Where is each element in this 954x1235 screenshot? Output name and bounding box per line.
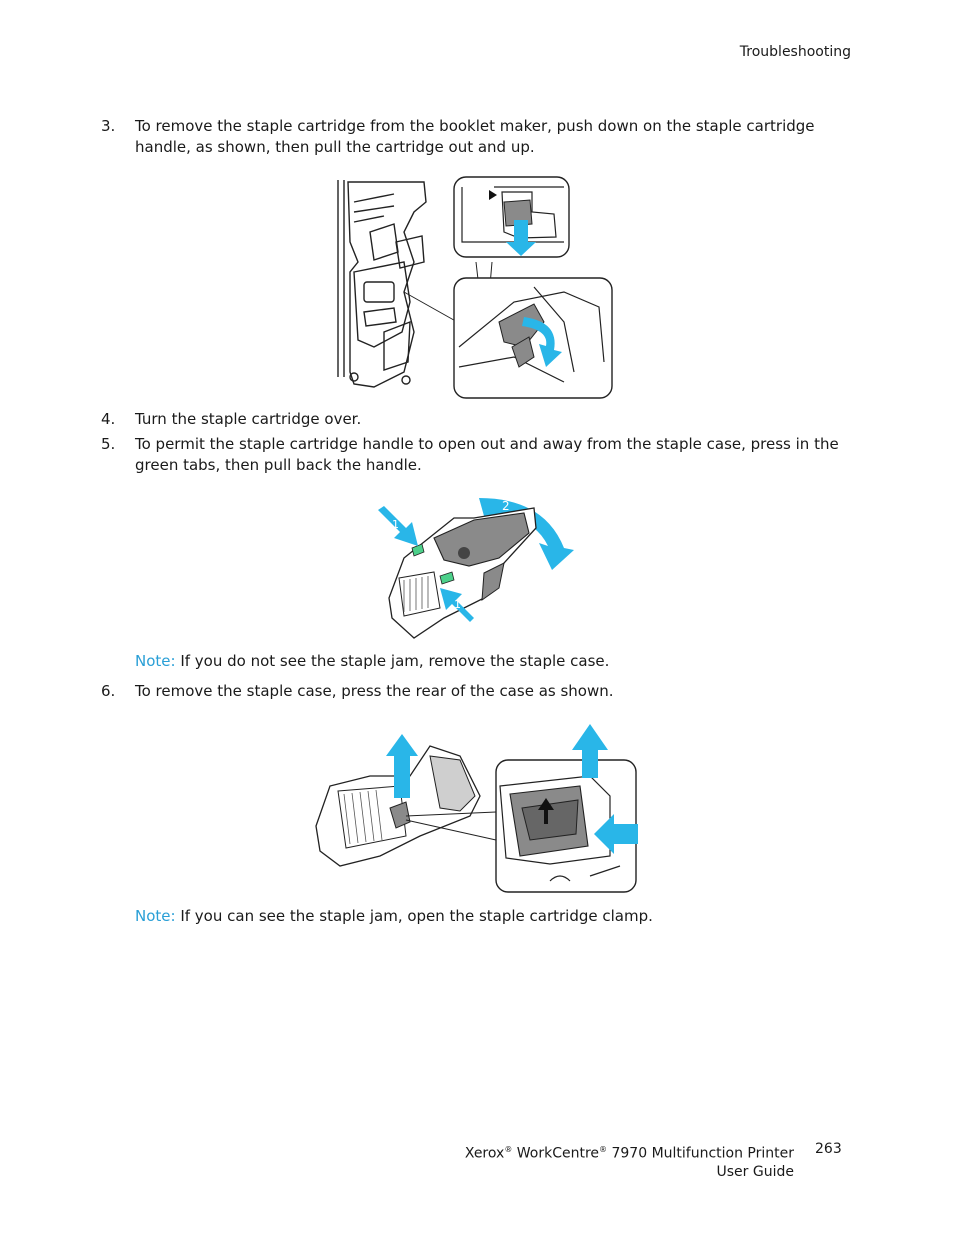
footer-brand: Xerox bbox=[464, 1145, 505, 1162]
note-text: If you can see the staple jam, open the … bbox=[175, 907, 653, 925]
step-number: 5. bbox=[101, 435, 116, 453]
footer-product-line: Xerox® WorkCentre® 7970 Multifunction Pr… bbox=[465, 1141, 794, 1163]
registered-mark: ® bbox=[504, 1145, 513, 1154]
step-number: 4. bbox=[101, 410, 116, 428]
arrow-label-1b: 1 bbox=[454, 598, 461, 611]
step-number: 6. bbox=[101, 682, 116, 700]
note-label: Note: bbox=[135, 652, 176, 670]
note-text: If you do not see the staple jam, remove… bbox=[175, 652, 610, 670]
step-5: 5. To permit the staple cartridge handle… bbox=[101, 434, 861, 476]
step-text: To remove the staple cartridge from the … bbox=[135, 117, 815, 156]
footer-guide: User Guide bbox=[716, 1163, 794, 1180]
arrow-label-1a: 1 bbox=[392, 518, 399, 531]
booklet-maker-figure bbox=[337, 176, 613, 399]
registered-mark: ® bbox=[599, 1145, 608, 1154]
arrow-label-2: 2 bbox=[502, 499, 510, 513]
staple-cartridge-handle-figure: 2 1 1 bbox=[378, 498, 574, 639]
note-label: Note: bbox=[135, 907, 176, 925]
step-text: To permit the staple cartridge handle to… bbox=[135, 435, 839, 474]
step-text: Turn the staple cartridge over. bbox=[135, 410, 362, 428]
step-4: 4. Turn the staple cartridge over. bbox=[101, 409, 861, 430]
footer-product: WorkCentre bbox=[516, 1145, 600, 1162]
footer-model: 7970 Multifunction Printer bbox=[611, 1145, 794, 1162]
page-number: 263 bbox=[815, 1141, 842, 1157]
step-number: 3. bbox=[101, 117, 116, 135]
step-6: 6. To remove the staple case, press the … bbox=[101, 681, 861, 702]
staple-case-removal-figure bbox=[315, 724, 638, 893]
step-3: 3. To remove the staple cartridge from t… bbox=[101, 116, 861, 158]
note-staple-jam-visible: Note: If you can see the staple jam, ope… bbox=[135, 906, 653, 927]
step-text: To remove the staple case, press the rea… bbox=[135, 682, 614, 700]
note-staple-jam-not-visible: Note: If you do not see the staple jam, … bbox=[135, 651, 609, 672]
running-header: Troubleshooting bbox=[739, 44, 851, 60]
footer: Xerox® WorkCentre® 7970 Multifunction Pr… bbox=[465, 1141, 794, 1181]
